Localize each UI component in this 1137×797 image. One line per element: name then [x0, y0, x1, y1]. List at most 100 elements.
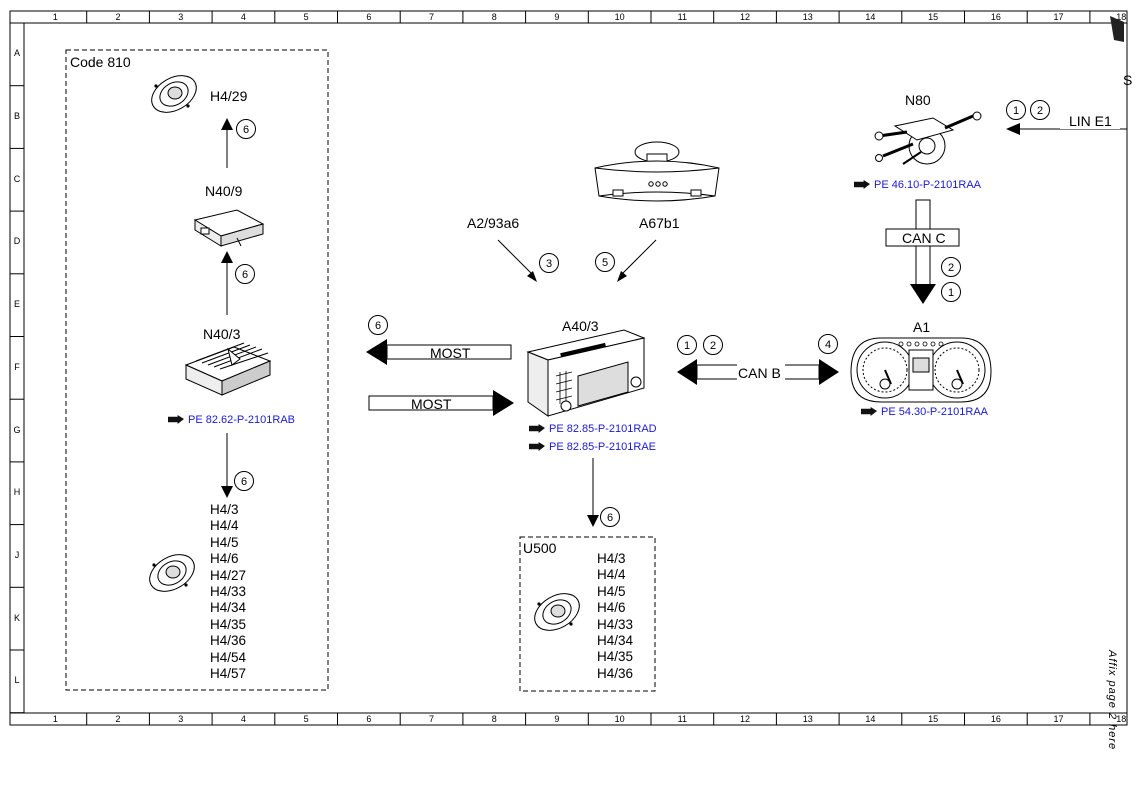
row-label: G — [13, 424, 21, 435]
most-in-bus-arrow — [368, 390, 514, 416]
column-label: 7 — [429, 714, 435, 724]
speaker-label: H4/6 — [210, 551, 239, 567]
row-label: L — [14, 675, 20, 686]
speaker-label: H4/57 — [210, 665, 247, 681]
svg-text:1: 1 — [684, 340, 690, 352]
svg-text:1: 1 — [1013, 105, 1019, 117]
circled-number-canc-b: 1 — [941, 282, 961, 302]
h4-29-label: H4/29 — [210, 88, 248, 104]
can-c-label: CAN C — [902, 230, 946, 246]
n40-3-reference-link[interactable]: PE 82.62-P-2101RAB — [168, 414, 295, 427]
row-label: E — [13, 299, 20, 310]
svg-text:6: 6 — [607, 512, 613, 524]
u500-title: U500 — [523, 540, 557, 556]
steering-column-switch-icon — [874, 111, 982, 165]
speaker-label: H4/33 — [597, 616, 634, 632]
column-label: 18 — [1116, 714, 1127, 724]
a40-3-reference-link-1[interactable]: PE 82.85-P-2101RAD — [529, 423, 657, 436]
corner-letter: S — [1123, 72, 1133, 88]
a2-93a6-label: A2/93a6 — [467, 215, 520, 231]
speaker-label: H4/35 — [597, 649, 634, 665]
most-in-label: MOST — [411, 396, 452, 412]
a1-reference-link[interactable]: PE 54.30-P-2101RAA — [861, 406, 988, 419]
column-label: 2 — [115, 12, 121, 22]
column-label: 4 — [240, 714, 246, 724]
row-label: J — [14, 549, 20, 560]
circled-number-n409-arrow: 6 — [235, 264, 255, 284]
a40-3-reference-link-2[interactable]: PE 82.85-P-2101RAE — [529, 441, 656, 454]
circled-number-u500-arrow: 6 — [600, 507, 620, 527]
column-label: 17 — [1053, 12, 1064, 22]
column-label: 11 — [677, 714, 688, 724]
column-label: 8 — [491, 714, 497, 724]
row-label: H — [13, 487, 21, 498]
column-label: 12 — [740, 714, 751, 724]
speaker-label: H4/36 — [597, 665, 634, 681]
column-label: 14 — [865, 12, 876, 22]
speaker-icon — [151, 75, 197, 113]
column-label: 10 — [614, 12, 625, 22]
column-label: 13 — [802, 714, 813, 724]
n40-9-label: N40/9 — [205, 183, 243, 199]
speaker-label: H4/34 — [597, 632, 634, 648]
speaker-label: H4/27 — [210, 567, 247, 583]
code-810-title: Code 810 — [70, 54, 131, 70]
speaker-label: H4/4 — [597, 567, 626, 583]
can-b-label: CAN B — [738, 365, 781, 381]
column-label: 17 — [1053, 714, 1064, 724]
svg-text:2: 2 — [1037, 105, 1043, 117]
circled-number-a2-in: 3 — [539, 253, 559, 273]
pointing-hand-icon — [529, 424, 545, 433]
speaker-label: H4/4 — [210, 518, 239, 534]
head-unit-icon — [526, 329, 646, 417]
speaker-icon — [534, 593, 580, 631]
amplifier-module-icon — [193, 209, 265, 247]
code-810-group-box — [65, 49, 329, 691]
svg-text:6: 6 — [375, 320, 381, 332]
a1-label: A1 — [913, 319, 931, 335]
instrument-cluster-icon — [850, 337, 992, 403]
speaker-label: H4/5 — [597, 583, 626, 599]
column-ticks — [86, 11, 1091, 725]
svg-text:6: 6 — [241, 476, 247, 488]
most-out-label: MOST — [430, 345, 471, 361]
circled-number-lin-a: 1 — [1006, 100, 1026, 120]
column-label: 5 — [303, 12, 309, 22]
circled-number-lin-b: 2 — [1030, 100, 1050, 120]
column-label: 9 — [554, 714, 560, 724]
a67b1-label: A67b1 — [639, 215, 680, 231]
row-ticks — [10, 85, 24, 714]
speaker-icon — [149, 554, 195, 592]
column-label: 2 — [115, 714, 121, 724]
speaker-label: H4/3 — [597, 551, 626, 566]
circled-number-n403-down: 6 — [234, 471, 254, 491]
column-label: 16 — [990, 714, 1001, 724]
speaker-label: H4/36 — [210, 633, 247, 649]
arrow-n403-to-speakers — [221, 433, 233, 498]
audio-amplifier-icon — [184, 342, 272, 396]
rear-view-mirror-icon — [594, 141, 720, 202]
speaker-label: H4/5 — [210, 534, 239, 550]
n80-reference-link[interactable]: PE 46.10-P-2101RAA — [854, 179, 981, 192]
circled-number-canb-left-a: 1 — [677, 335, 697, 355]
column-label: 11 — [677, 12, 688, 22]
svg-text:3: 3 — [546, 258, 552, 270]
column-label: 9 — [554, 12, 560, 22]
row-label: B — [13, 111, 20, 122]
arrow-a403-to-u500 — [587, 458, 599, 527]
circled-number-canb-left-b: 2 — [703, 335, 723, 355]
corner-tab-icon — [1110, 16, 1124, 42]
row-label: D — [13, 236, 21, 247]
affix-note: Affix page 2 here — [1106, 650, 1118, 751]
speaker-label: H4/54 — [210, 649, 247, 665]
column-label: 5 — [303, 714, 309, 724]
speaker-label: H4/34 — [210, 600, 247, 616]
circled-number-h429-arrow: 6 — [236, 119, 256, 139]
column-label: 3 — [178, 12, 184, 22]
column-label: 8 — [491, 12, 497, 22]
column-label: 18 — [1116, 12, 1127, 22]
